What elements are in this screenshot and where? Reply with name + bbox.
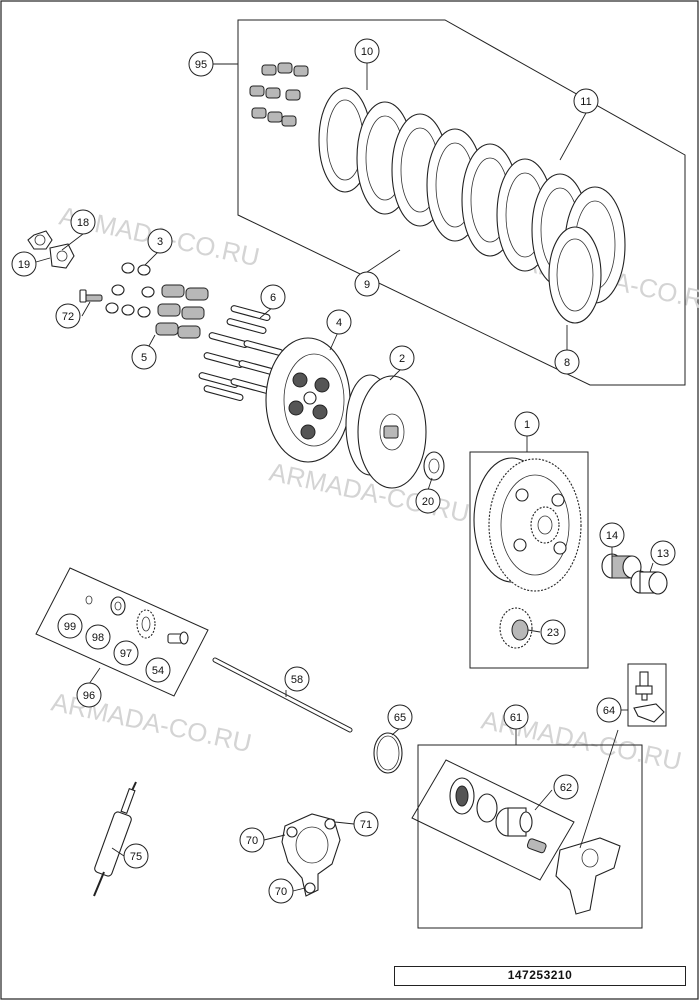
- callout-label: 97: [120, 648, 132, 660]
- basket-frame: [469, 451, 589, 669]
- spring-cluster: [249, 62, 309, 127]
- callout-70-upper: 70: [239, 827, 265, 853]
- callout-label: 14: [606, 530, 618, 542]
- callout-1: 1: [514, 411, 540, 437]
- callout-19: 19: [11, 251, 37, 277]
- callout-13: 13: [650, 540, 676, 566]
- pressure-plate: [265, 337, 351, 463]
- inner-clutch-hub: [345, 374, 427, 489]
- callout-75: 75: [123, 843, 149, 869]
- slave-cylinder-frame: [417, 744, 643, 929]
- callout-62: 62: [553, 774, 579, 800]
- callout-label: 65: [394, 712, 406, 724]
- callout-label: 70: [275, 886, 287, 898]
- callout-95: 95: [188, 51, 214, 77]
- callout-label: 99: [64, 621, 76, 633]
- grease-syringe: [93, 781, 137, 897]
- slave-cylinder-body: [555, 837, 621, 915]
- bushing-13: [630, 570, 668, 595]
- callout-label: 5: [141, 352, 147, 364]
- callout-8: 8: [554, 349, 580, 375]
- plate-pack-frame: [237, 19, 686, 386]
- bleeder-valve: [633, 671, 665, 723]
- clutch-basket: [473, 457, 582, 592]
- callout-label: 4: [336, 317, 342, 329]
- primary-gear: [499, 607, 533, 649]
- bearing-kit: [85, 595, 189, 645]
- callout-label: 10: [361, 46, 373, 58]
- callout-label: 95: [195, 59, 207, 71]
- leader-lines: [35, 63, 654, 892]
- callout-54: 54: [145, 657, 171, 683]
- callout-label: 6: [270, 292, 276, 304]
- callout-98: 98: [85, 624, 111, 650]
- callout-64: 64: [596, 697, 622, 723]
- nut-washer-parts: [27, 230, 75, 269]
- callout-label: 19: [18, 259, 30, 271]
- callout-label: 8: [564, 357, 570, 369]
- callout-96: 96: [76, 682, 102, 708]
- callout-label: 13: [657, 548, 669, 560]
- callout-label: 58: [291, 674, 303, 686]
- callout-label: 11: [580, 96, 591, 108]
- piston-kit: [449, 777, 547, 854]
- clutch-springs: [155, 284, 209, 339]
- o-ring: [373, 732, 403, 774]
- callout-70-lower: 70: [268, 878, 294, 904]
- spring-cup-washers: [79, 262, 155, 318]
- callout-label: 62: [560, 782, 572, 794]
- plate-stack: [318, 87, 626, 324]
- callout-label: 72: [62, 311, 74, 323]
- plate-pack-group: [237, 19, 686, 386]
- callout-label: 70: [246, 835, 258, 847]
- callout-20: 20: [415, 488, 441, 514]
- piston-kit-frame: [411, 759, 575, 881]
- callout-label: 2: [399, 353, 405, 365]
- pins-set: [198, 305, 284, 402]
- bleeder-frame: [627, 663, 667, 727]
- callout-label: 71: [360, 819, 372, 831]
- callout-6: 6: [260, 284, 286, 310]
- callout-61: 61: [503, 704, 529, 730]
- callout-2: 2: [389, 345, 415, 371]
- callout-label: 64: [603, 705, 615, 717]
- callout-99: 99: [57, 613, 83, 639]
- callout-10: 10: [354, 38, 380, 64]
- callout-label: 1: [524, 419, 530, 431]
- callout-72: 72: [55, 303, 81, 329]
- callout-5: 5: [131, 344, 157, 370]
- callout-97: 97: [113, 640, 139, 666]
- callout-label: 98: [92, 632, 104, 644]
- callout-label: 23: [547, 627, 559, 639]
- document-number: 147253210: [394, 966, 686, 986]
- clutch-cover-cylinder: [281, 813, 341, 897]
- callout-label: 9: [364, 279, 370, 291]
- callout-label: 75: [130, 851, 142, 863]
- callout-4: 4: [326, 309, 352, 335]
- callout-11: 11: [573, 88, 599, 114]
- callout-14: 14: [599, 522, 625, 548]
- push-rod: [212, 657, 353, 733]
- callout-label: 61: [510, 712, 522, 724]
- callout-71: 71: [353, 811, 379, 837]
- callout-label: 3: [157, 236, 163, 248]
- callout-label: 20: [422, 496, 434, 508]
- callout-58: 58: [284, 666, 310, 692]
- thrust-washer: [423, 451, 445, 481]
- callout-label: 54: [152, 665, 164, 677]
- bearing-kit-frame: [35, 567, 209, 697]
- callout-65: 65: [387, 704, 413, 730]
- callout-23: 23: [540, 619, 566, 645]
- callout-18: 18: [70, 209, 96, 235]
- callout-9: 9: [354, 271, 380, 297]
- callout-3: 3: [147, 228, 173, 254]
- callout-label: 96: [83, 690, 95, 702]
- callout-label: 18: [77, 217, 89, 229]
